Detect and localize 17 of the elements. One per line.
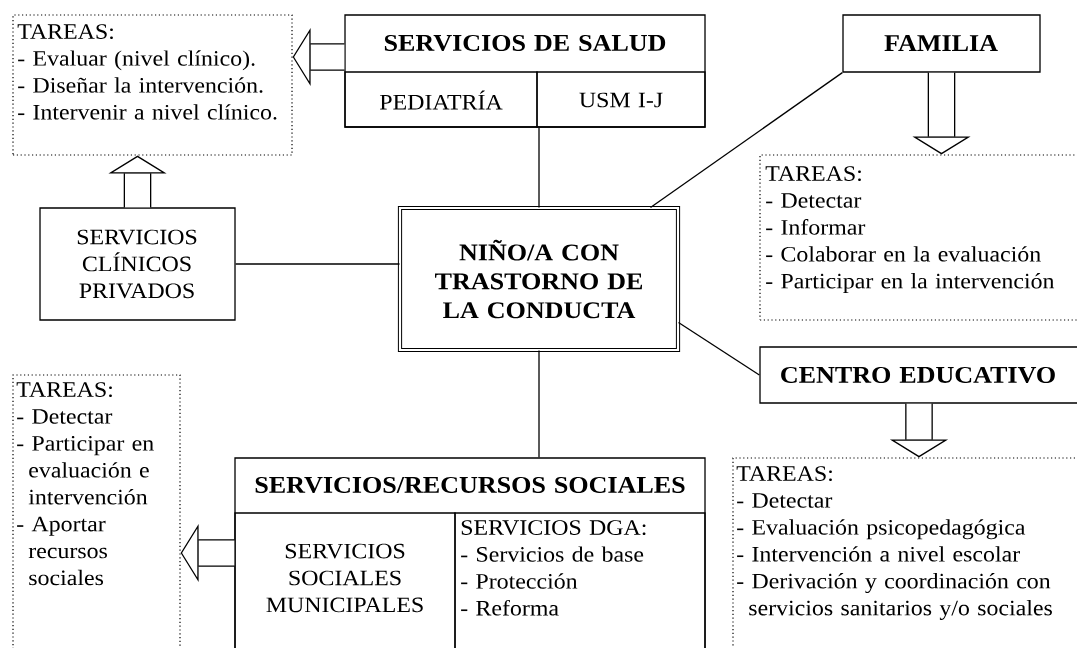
task-list-box: TAREAS: - Detectar - Evaluación psicopedagógica - Intervención a nivel escolar - Derivación y coordinación con servicios sanitarios y/o sociales [732,457,1077,648]
connector-line [649,72,843,209]
task-list-box: TAREAS: - Evaluar (nivel clínico). - Diseñar la intervención. - Intervenir a nivel clínico. [12,14,293,156]
process-box: CENTRO EDUCATIVO [759,346,1077,404]
process-box: FAMILIA [842,14,1041,73]
section-box: PEDIATRÍA [344,71,538,128]
connector-line [538,127,540,209]
double-border-box: NIÑO/A CON TRASTORNO DE LA CONDUCTA [397,205,681,353]
connector-line [677,321,760,376]
task-list-box: TAREAS: - Detectar - Participar en evaluación e intervención - Aportar recursos sociales [12,374,181,648]
task-list-box: TAREAS: - Detectar - Informar - Colaborar en la evaluación - Participar en la intervención [759,154,1077,321]
section-box: USM I-J [536,71,706,128]
section-box: SERVICIOS DGA: - Servicios de base - Protección - Reforma [454,512,706,648]
process-box: SERVICIOS CLÍNICOS PRIVADOS [39,207,236,321]
connector-line [235,263,401,265]
section-box: SERVICIOS SOCIALES MUNICIPALES [234,512,456,648]
connector-line [538,349,540,458]
